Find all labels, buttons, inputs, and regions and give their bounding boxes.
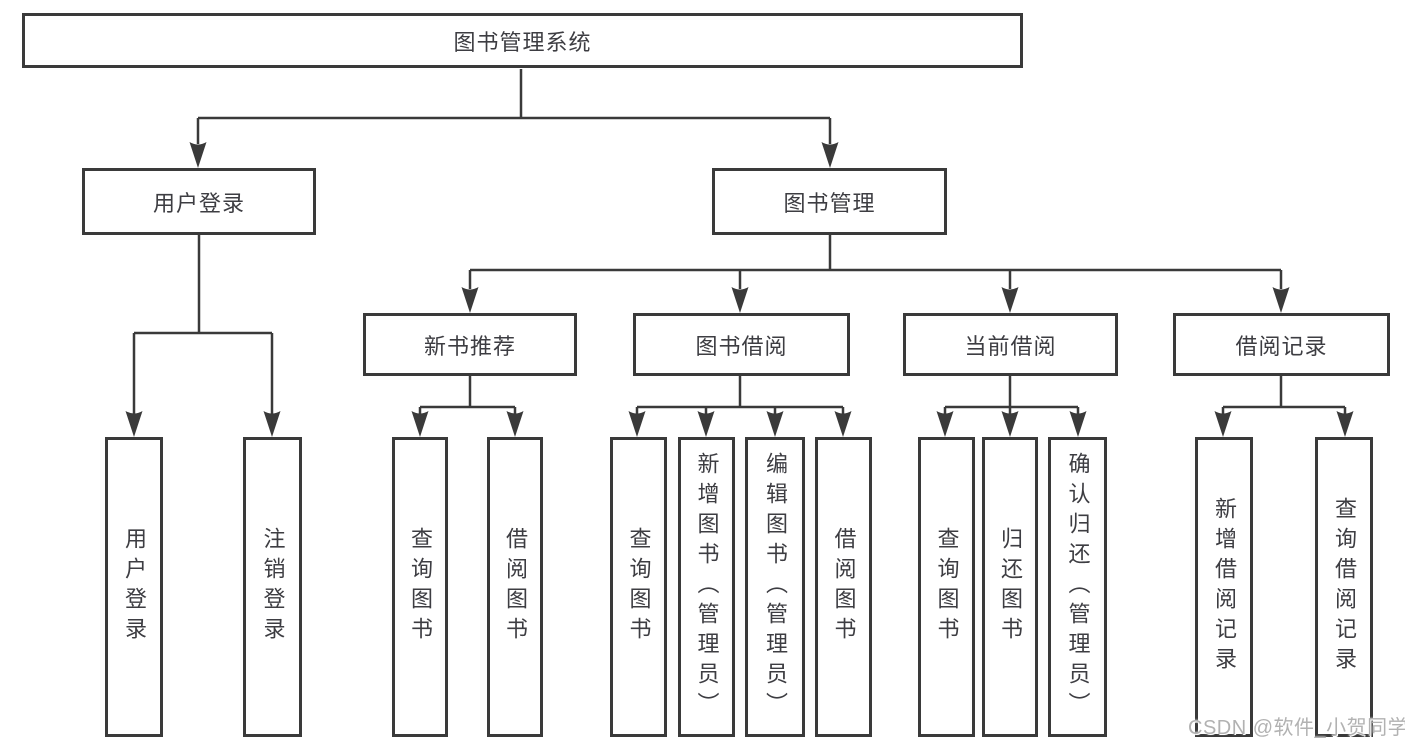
- node-new-book-recommend: 新书推荐: [363, 313, 577, 376]
- node-query-books-2: 查询图书: [610, 437, 667, 737]
- node-borrow-books-2: 借阅图书: [815, 437, 872, 737]
- node-confirm-return-admin: 确认归还（管理员）: [1048, 437, 1107, 737]
- node-current-borrowing: 当前借阅: [903, 313, 1118, 376]
- node-query-books-3: 查询图书: [918, 437, 975, 737]
- watermark: CSDN @软件_小贺同学: [1188, 717, 1405, 739]
- node-book-management: 图书管理: [712, 168, 947, 235]
- node-book-borrowing: 图书借阅: [633, 313, 850, 376]
- node-user-login-leaf: 用户登录: [105, 437, 163, 737]
- node-borrowing-records: 借阅记录: [1173, 313, 1390, 376]
- node-logout-leaf: 注销登录: [243, 437, 302, 737]
- node-add-borrow-record: 新增借阅记录: [1195, 437, 1253, 737]
- node-edit-book-admin: 编辑图书（管理员）: [745, 437, 805, 737]
- node-query-borrow-record: 查询借阅记录: [1315, 437, 1373, 737]
- node-query-books-1: 查询图书: [392, 437, 448, 737]
- node-return-books: 归还图书: [982, 437, 1038, 737]
- node-borrow-books-1: 借阅图书: [487, 437, 543, 737]
- node-user-login: 用户登录: [82, 168, 316, 235]
- node-add-book-admin: 新增图书（管理员）: [678, 437, 735, 737]
- node-library-management-system: 图书管理系统: [22, 13, 1023, 68]
